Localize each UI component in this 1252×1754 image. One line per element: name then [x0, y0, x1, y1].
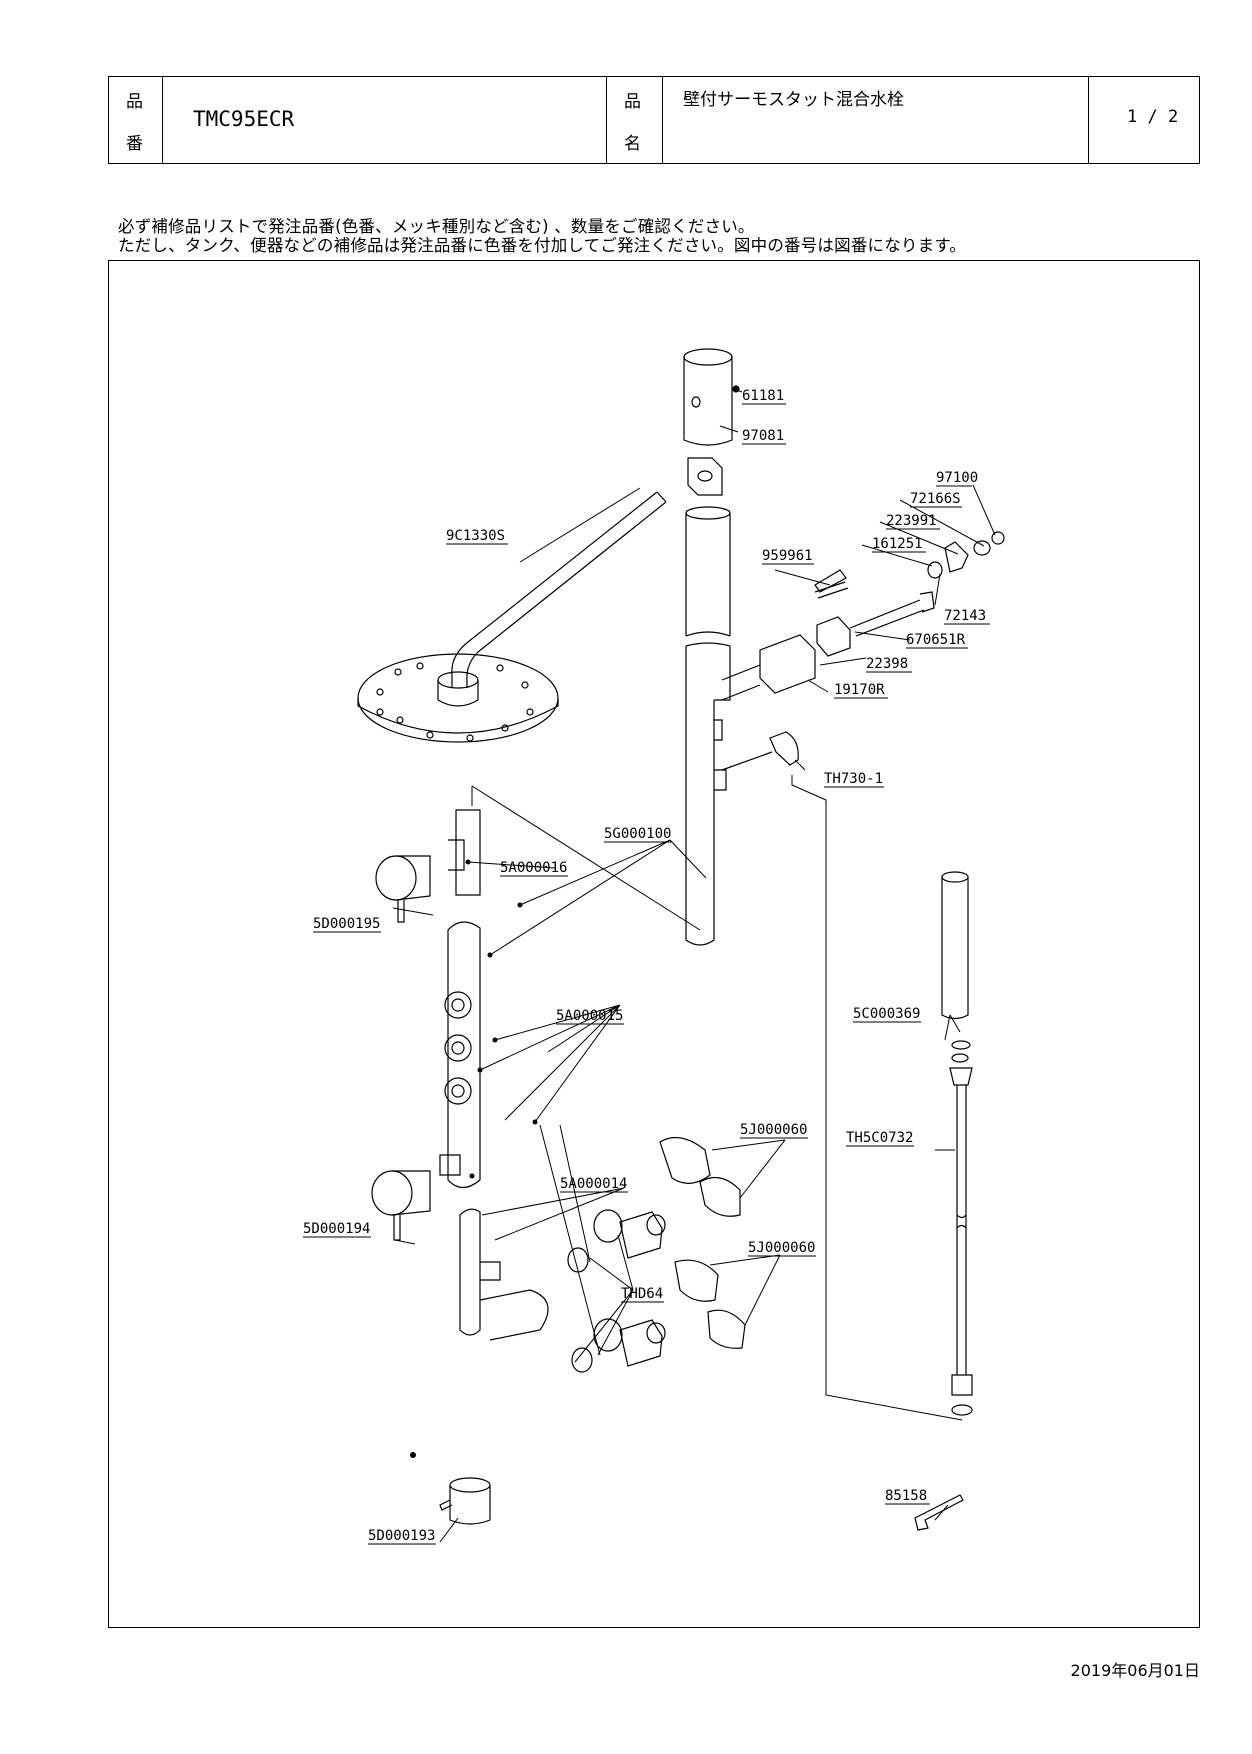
diagram-frame — [108, 260, 1200, 1628]
label-72143: 72143 — [944, 608, 986, 624]
hex-key-part — [914, 1494, 964, 1531]
label-5D000195: 5D000195 — [313, 916, 380, 932]
hinban-value-cell: TMC95ECR — [163, 77, 607, 163]
hinmei-label-2: 名 — [624, 134, 641, 154]
title-block: 品 番 TMC95ECR 品 名 壁付サーモスタット混合水栓 1 / 2 — [108, 76, 1200, 164]
hinban-label-2: 番 — [126, 134, 143, 154]
hinban-label-1: 品 — [126, 92, 143, 112]
issue-date: 2019年06月01日 — [1070, 1661, 1200, 1680]
hinmei-label-cell: 品 名 — [607, 77, 663, 163]
label-THD64: THD64 — [621, 1286, 663, 1302]
label-9C1330S: 9C1330S — [446, 528, 505, 544]
top-cap-part — [683, 348, 740, 446]
note-line-1: 必ず補修品リストで発注品番(色番、メッキ種別など含む) 、数量をご確認ください。 — [118, 217, 755, 236]
label-72166S: 72166S — [910, 491, 961, 507]
label-TH730-1: TH730-1 — [824, 771, 883, 787]
riser-pipe-part — [685, 506, 731, 946]
wall-bracket-parts — [567, 1136, 746, 1373]
leader-lines — [392, 387, 996, 1543]
product-name: 壁付サーモスタット混合水栓 — [683, 90, 904, 110]
label-5J000060-upper: 5J000060 — [740, 1122, 807, 1138]
label-161251: 161251 — [872, 536, 923, 552]
note-line-2: ただし、タンク、便器などの補修品は発注品番に色番を付加してご発注ください。図中の… — [118, 236, 967, 255]
elbow-fitting-part — [721, 731, 799, 771]
label-5J000060-lower: 5J000060 — [748, 1240, 815, 1256]
shower-arm-part — [451, 491, 667, 688]
product-number: TMC95ECR — [193, 107, 295, 131]
hinmei-value-cell: 壁付サーモスタット混合水栓 — [663, 77, 1089, 163]
diverter-valve-part — [721, 531, 1005, 701]
label-5D000193: 5D000193 — [368, 1528, 435, 1544]
label-19170R: 19170R — [834, 682, 885, 698]
label-959961: 959961 — [762, 548, 813, 564]
label-5A000016: 5A000016 — [500, 860, 567, 876]
label-85158: 85158 — [885, 1488, 927, 1504]
hinmei-label-1: 品 — [624, 92, 641, 112]
hand-shower-part — [941, 871, 973, 1416]
elbow-block-part — [687, 457, 723, 496]
label-underlines — [303, 403, 990, 1545]
hinban-label-cell: 品 番 — [109, 77, 163, 163]
leader-arrow-dots — [410, 859, 538, 1458]
label-TH5C0732: TH5C0732 — [846, 1130, 913, 1146]
page-cell: 1 / 2 — [1089, 77, 1199, 163]
thermostat-body-part — [439, 809, 549, 1341]
label-5A000014: 5A000014 — [560, 1176, 627, 1192]
label-61181: 61181 — [742, 388, 784, 404]
part-labels: 61181 97081 97100 72166S 223991 161251 9… — [303, 388, 986, 1544]
label-5D000194: 5D000194 — [303, 1221, 370, 1237]
screw-part — [814, 569, 847, 593]
page-number: 1 / 2 — [1127, 107, 1179, 127]
shower-head-part — [357, 653, 559, 743]
label-22398: 22398 — [866, 656, 908, 672]
label-670651R: 670651R — [906, 632, 966, 648]
label-223991: 223991 — [886, 513, 937, 529]
label-97081: 97081 — [742, 428, 784, 444]
handle-parts — [371, 855, 491, 1525]
label-5G000100: 5G000100 — [604, 826, 671, 842]
label-5C000369: 5C000369 — [853, 1006, 920, 1022]
label-5A000015: 5A000015 — [556, 1008, 623, 1024]
label-97100: 97100 — [936, 470, 978, 486]
